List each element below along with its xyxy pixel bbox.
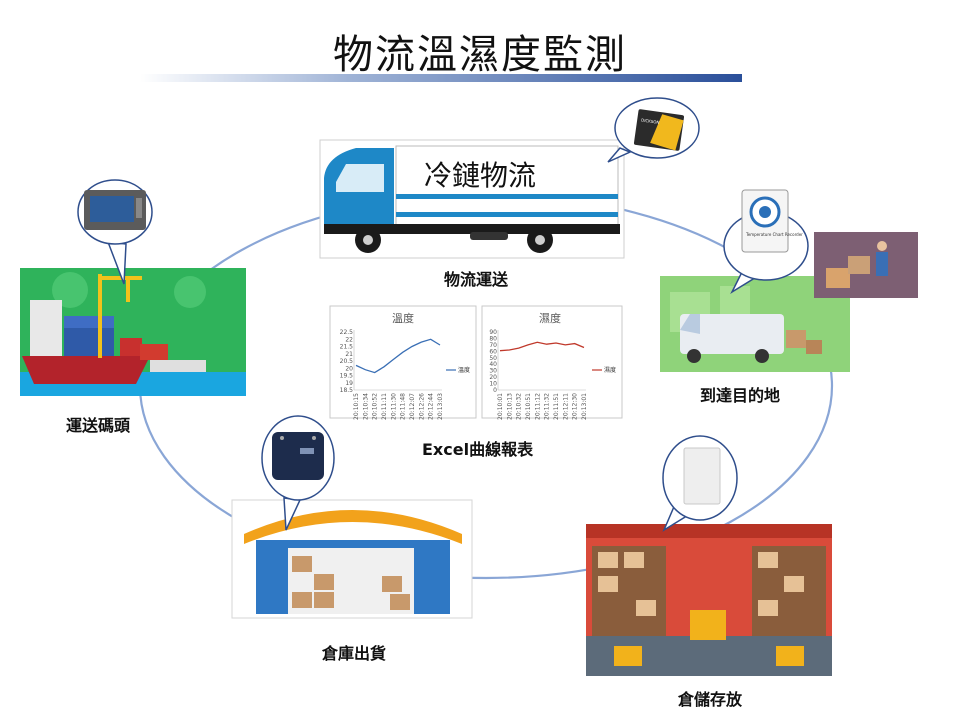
temp-ytick-label: 20.5	[340, 358, 354, 365]
recorder-label: Temperature Chart Recorder	[745, 232, 803, 237]
humi-xtick-label: 20:10:51	[525, 393, 532, 420]
humi-ytick-label: 90	[489, 329, 497, 336]
temperature-legend-label: 溫度	[458, 366, 470, 374]
humi-xtick-label: 20:11:12	[534, 393, 541, 420]
humi-ytick-label: 40	[489, 361, 497, 368]
humi-xtick-label: 20:12:11	[562, 393, 569, 420]
temp-ytick-label: 20	[345, 365, 353, 372]
sensor-bag-callout	[662, 435, 738, 532]
humi-xtick-label: 20:10:32	[516, 393, 523, 420]
warehouse-worker-photo	[814, 232, 918, 298]
humi-xtick-label: 20:11:32	[544, 393, 551, 420]
dickson-card-callout: DICKSON	[607, 97, 700, 163]
caption-warehouse-out: 倉庫出貨	[322, 644, 387, 663]
temp-ytick-label: 21	[345, 351, 353, 358]
temp-xtick-label: 20:12:26	[418, 393, 425, 420]
temp-ytick-label: 21.5	[340, 344, 354, 351]
temp-xtick-label: 20:10:15	[353, 393, 360, 420]
destination-van-illustration	[660, 276, 850, 372]
humi-xtick-label: 20:13:01	[581, 393, 588, 420]
caption-dock: 運送碼頭	[66, 416, 131, 435]
data-logger-callout	[261, 415, 335, 531]
warehouse-building-illustration	[231, 499, 473, 619]
temp-xtick-label: 20:12:44	[428, 393, 435, 420]
caption-storage: 倉儲存放	[678, 690, 743, 709]
touch-monitor-callout	[77, 179, 153, 285]
humi-ytick-label: 0	[493, 387, 497, 394]
temp-ytick-label: 18.5	[340, 387, 354, 394]
temp-xtick-label: 20:13:03	[437, 393, 444, 420]
humi-ytick-label: 50	[489, 355, 497, 362]
title-underline	[140, 74, 742, 82]
dickson-card-label: DICKSON	[641, 117, 660, 125]
humi-xtick-label: 20:12:30	[572, 393, 579, 420]
temp-ytick-label: 22	[345, 336, 353, 343]
caption-excel: Excel曲線報表	[422, 440, 534, 459]
chart-recorder-callout: Temperature Chart Recorder	[723, 189, 809, 295]
temp-xtick-label: 20:12:07	[409, 393, 416, 420]
humidity-legend-label: 濕度	[604, 366, 616, 374]
temp-ytick-label: 19.5	[340, 373, 354, 380]
cold-chain-truck-illustration	[319, 139, 625, 259]
humi-ytick-label: 10	[489, 381, 497, 388]
humi-ytick-label: 60	[489, 348, 497, 355]
humidity-chart-title: 濕度	[539, 311, 561, 325]
humidity-series-line	[499, 341, 585, 352]
temp-ytick-label: 22.5	[340, 329, 354, 336]
temp-xtick-label: 20:10:34	[362, 393, 369, 420]
humi-xtick-label: 20:10:13	[506, 393, 513, 420]
temp-xtick-label: 20:10:52	[372, 393, 379, 420]
storage-warehouse-illustration	[586, 524, 832, 676]
humi-xtick-label: 20:10:01	[497, 393, 504, 420]
truck-text: 冷鏈物流	[424, 159, 537, 192]
humi-xtick-label: 20:11:51	[553, 393, 560, 420]
temp-ytick-label: 19	[345, 380, 353, 387]
temperature-chart-title: 溫度	[392, 311, 414, 325]
caption-destination: 到達目的地	[700, 386, 781, 405]
caption-logistics: 物流運送	[444, 270, 509, 289]
humi-ytick-label: 20	[489, 374, 497, 381]
temperature-series-line	[355, 338, 441, 374]
dock-ship-illustration	[20, 268, 246, 396]
temp-xtick-label: 20:11:30	[390, 393, 397, 420]
humi-ytick-label: 80	[489, 335, 497, 342]
temp-xtick-label: 20:11:11	[381, 393, 388, 420]
temp-xtick-label: 20:11:48	[400, 393, 407, 420]
page-title: 物流溫濕度監測	[333, 32, 627, 78]
humi-ytick-label: 70	[489, 342, 497, 349]
humi-ytick-label: 30	[489, 368, 497, 375]
